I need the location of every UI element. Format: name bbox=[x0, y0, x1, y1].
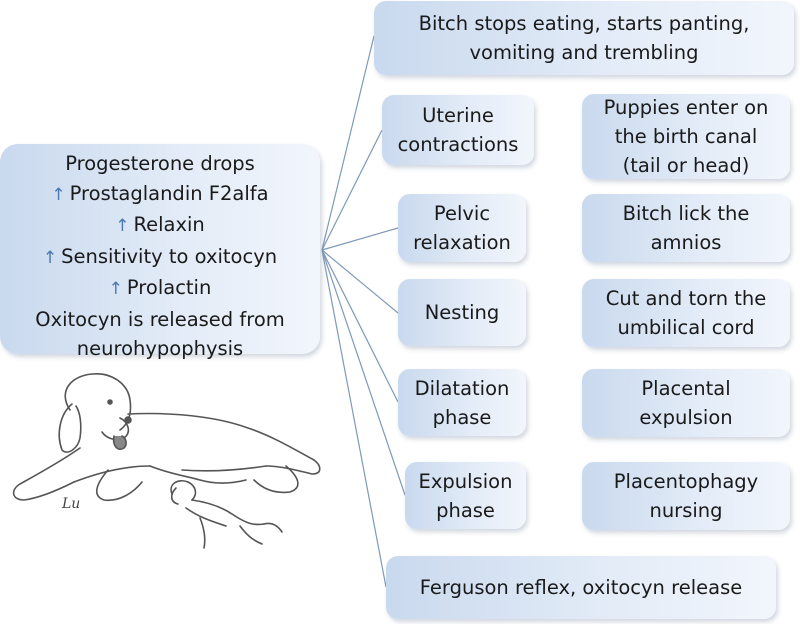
relaxin-text: Relaxin bbox=[133, 213, 205, 236]
placentophagy-nursing-box: Placentophagy nursing bbox=[582, 462, 790, 530]
hormone-box: Progesterone drops ↑Prostaglandin F2alfa… bbox=[0, 144, 320, 360]
box-line: Dilatation bbox=[414, 376, 510, 400]
increase-arrow-icon: ↑ bbox=[42, 247, 58, 268]
oxitocyn-text-1: Oxitocyn is released from bbox=[35, 307, 285, 331]
sensitivity-text: Sensitivity to oxitocyn bbox=[61, 244, 278, 268]
mother-teats bbox=[149, 465, 247, 484]
box-line: Bitch lick the bbox=[622, 202, 750, 225]
box-line: Uterine bbox=[422, 104, 494, 127]
connector-dilatation bbox=[321, 249, 399, 403]
uterine-contractions-box: Uterine contractions bbox=[382, 95, 534, 165]
top-box-line1: Bitch stops eating, starts panting, bbox=[418, 12, 750, 35]
mother-tail bbox=[265, 459, 321, 475]
mother-tongue bbox=[112, 435, 127, 451]
box-line: (tail or head) bbox=[622, 154, 750, 177]
puppy-ear bbox=[170, 487, 179, 505]
puppy-frontleg bbox=[199, 517, 206, 549]
box-line: expulsion bbox=[639, 406, 733, 429]
mother-foreleg bbox=[12, 447, 81, 501]
mother-hindleg bbox=[253, 465, 299, 494]
increase-arrow-icon: ↑ bbox=[108, 279, 123, 299]
box-line: Placentophagy bbox=[613, 470, 759, 493]
mother-back bbox=[127, 412, 315, 461]
prostaglandin-text: Prostaglandin F2alfa bbox=[69, 181, 269, 205]
puppies-birth-canal-box: Puppies enter on the birth canal (tail o… bbox=[582, 94, 790, 179]
mother-eye bbox=[107, 399, 113, 405]
dilatation-phase-box: Dilatation phase bbox=[398, 369, 526, 436]
nesting-box: Nesting bbox=[398, 279, 526, 346]
pelvic-relaxation-box: Pelvic relaxation bbox=[398, 194, 526, 262]
box-line: Puppies enter on bbox=[603, 96, 769, 119]
box-line: Cut and torn the bbox=[605, 287, 767, 310]
box-line: nursing bbox=[649, 499, 723, 522]
mother-belly bbox=[181, 465, 267, 472]
ferguson-reflex-box: Ferguson reflex, oxitocyn release bbox=[386, 556, 776, 619]
illustrator-signature: Lu bbox=[61, 496, 80, 512]
box-line: umbilical cord bbox=[617, 316, 755, 339]
connector-ferguson bbox=[321, 249, 387, 588]
umbilical-cord-box: Cut and torn the umbilical cord bbox=[582, 279, 790, 347]
bitch-lick-amnios-box: Bitch lick the amnios bbox=[582, 194, 790, 262]
puppy-belly bbox=[185, 507, 227, 527]
connector-uterine bbox=[321, 129, 383, 251]
increase-arrow-icon: ↑ bbox=[51, 184, 66, 205]
connector-pelvic bbox=[321, 227, 399, 251]
box-line: contractions bbox=[397, 133, 519, 156]
connector-expulsion bbox=[321, 249, 406, 496]
box-line: Pelvic bbox=[433, 202, 491, 225]
mother-foreleg-2 bbox=[96, 469, 143, 502]
box-line: relaxation bbox=[413, 231, 511, 254]
progesterone-text: Progesterone drops bbox=[65, 152, 255, 175]
top-box-line2: vomiting and trembling bbox=[469, 41, 699, 64]
ferguson-text: Ferguson reflex, oxitocyn release bbox=[419, 576, 743, 599]
mother-ear bbox=[58, 403, 82, 453]
box-line: amnios bbox=[650, 231, 722, 254]
mother-nose bbox=[124, 416, 132, 424]
mother-chest bbox=[73, 465, 151, 483]
box-line: phase bbox=[432, 405, 492, 429]
placental-expulsion-box: Placental expulsion bbox=[582, 369, 790, 437]
box-line: Nesting bbox=[424, 301, 500, 324]
increase-arrow-icon: ↑ bbox=[115, 216, 130, 236]
box-line: the birth canal bbox=[614, 125, 758, 148]
mother-head bbox=[64, 373, 132, 431]
connector-nesting bbox=[321, 249, 399, 314]
puppy-head bbox=[170, 479, 197, 501]
puppy-tail bbox=[263, 522, 283, 533]
box-line: Placental bbox=[641, 377, 731, 400]
dog-nursing-illustration: Lu bbox=[12, 373, 321, 549]
puppy-body bbox=[191, 499, 265, 526]
box-line: phase bbox=[436, 498, 495, 522]
expulsion-phase-box: Expulsion phase bbox=[405, 462, 526, 529]
prolactin-text: Prolactin bbox=[126, 276, 212, 299]
puppy-backleg bbox=[239, 525, 263, 545]
oxitocyn-text-2: neurohypophysis bbox=[76, 337, 244, 360]
connector-top bbox=[321, 35, 375, 251]
box-line: Expulsion bbox=[418, 469, 513, 493]
top-box: Bitch stops eating, starts panting, vomi… bbox=[374, 1, 794, 75]
